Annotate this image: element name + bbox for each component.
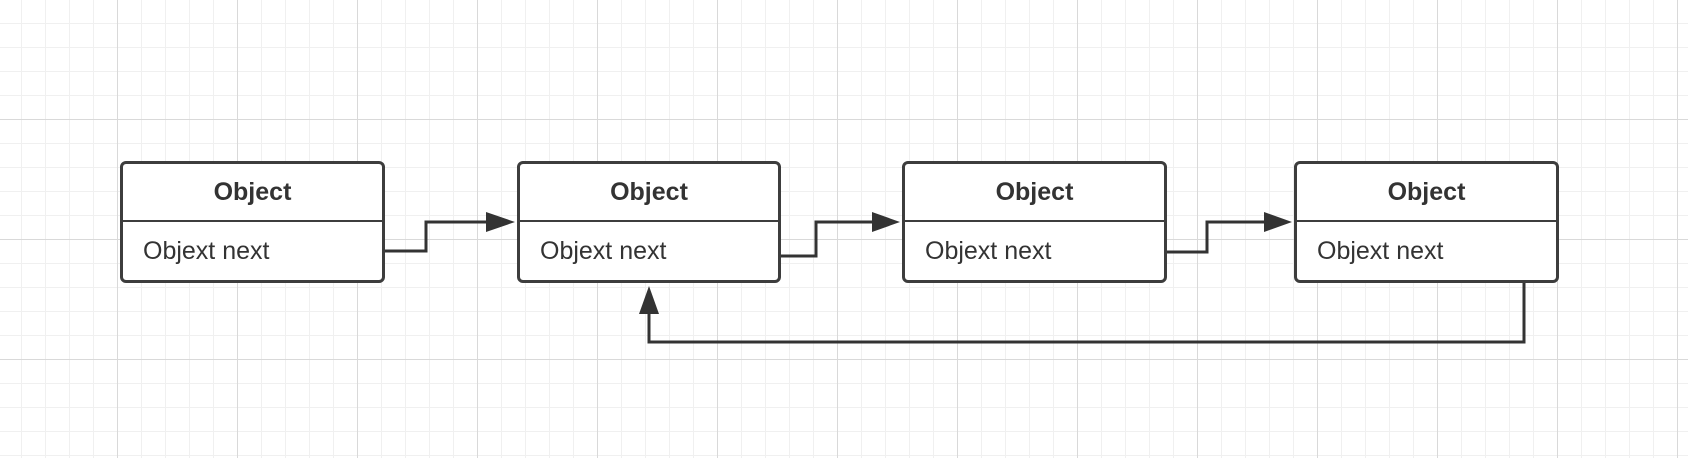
object-node-2-title: Object xyxy=(520,164,778,222)
edge-n2-to-n3-arrowhead xyxy=(872,212,900,232)
edge-n4-to-n2-arrowhead xyxy=(639,286,659,314)
edge-n1-to-n2-arrowhead xyxy=(486,212,515,232)
object-node-1-field: Objext next xyxy=(143,236,270,265)
object-node-4[interactable]: Object Objext next xyxy=(1294,161,1559,283)
edge-n3-to-n4-arrowhead xyxy=(1264,212,1292,232)
object-node-2-field: Objext next xyxy=(540,236,667,265)
object-node-1[interactable]: Object Objext next xyxy=(120,161,385,283)
object-node-4-field: Objext next xyxy=(1317,236,1444,265)
object-node-1-title: Object xyxy=(123,164,382,222)
object-node-3-title: Object xyxy=(905,164,1164,222)
object-node-3[interactable]: Object Objext next xyxy=(902,161,1167,283)
object-node-4-title: Object xyxy=(1297,164,1556,222)
object-node-2[interactable]: Object Objext next xyxy=(517,161,781,283)
object-node-3-field: Objext next xyxy=(925,236,1052,265)
